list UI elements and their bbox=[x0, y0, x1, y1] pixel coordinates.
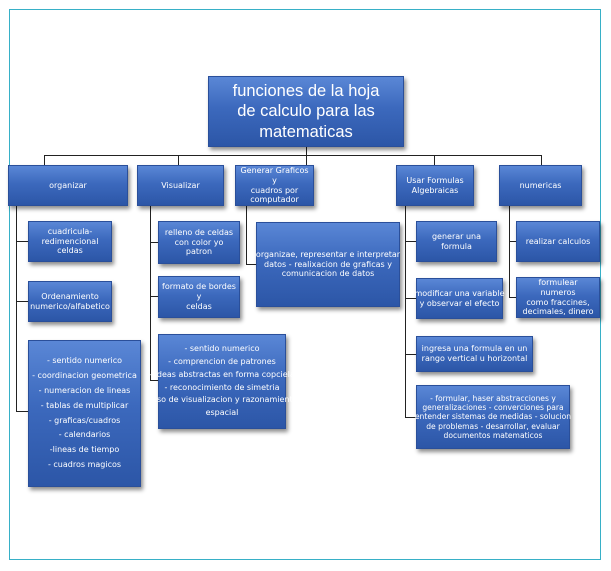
list-line: - reconocimiento de simetria bbox=[164, 382, 280, 392]
node-line: generalizaciones - converciones para bbox=[422, 403, 564, 413]
node-numericas: numericas bbox=[499, 165, 582, 206]
node-line: comunicacion de datos bbox=[281, 269, 375, 279]
node-line: Usar Formulas bbox=[406, 175, 464, 185]
node-line: formato de bordes y bbox=[162, 282, 236, 302]
node-line: celdas bbox=[57, 246, 83, 256]
node-label: Visualizar bbox=[161, 180, 200, 190]
node-line: redimencional bbox=[41, 236, 99, 246]
node-visualizar-list: - sentido numerico - comprencion de patr… bbox=[147, 334, 298, 429]
node-line: - formular, haser abstracciones y bbox=[430, 393, 556, 403]
list-line: - tablas de multiplicar bbox=[40, 400, 129, 410]
node-line: numerico/alfabetico bbox=[30, 301, 110, 311]
node-formato-bordes: formato de bordes y celdas bbox=[158, 276, 240, 318]
list-line: - calendarios bbox=[58, 430, 111, 440]
node-organizar-list: - sentido numerico - coordinacion geomet… bbox=[28, 340, 141, 487]
node-line: realizar calculos bbox=[525, 236, 591, 246]
node-formular-abstracciones: - formular, haser abstracciones y genera… bbox=[414, 385, 572, 449]
node-cuadricula: cuadricula- redimencional celdas bbox=[28, 221, 112, 262]
diagram-frame bbox=[9, 9, 601, 560]
node-line: organizae, representar e interpretar bbox=[255, 249, 401, 259]
node-line: rango vertical u horizontal bbox=[421, 354, 528, 363]
node-line: Ordenamiento bbox=[41, 291, 99, 301]
node-line: computador bbox=[250, 195, 299, 205]
node-line: de problemas - desarrollar, evaluar bbox=[426, 421, 560, 431]
list-line: -lineas de tiempo bbox=[49, 445, 120, 455]
node-label: numericas bbox=[519, 180, 562, 190]
list-line: espacial bbox=[205, 408, 239, 418]
node-line: Generar Graficos y bbox=[240, 166, 309, 185]
node-realizar-calculos: realizar calculos bbox=[516, 221, 600, 262]
node-organizar: organizar bbox=[8, 165, 128, 206]
node-line: cuadricula- bbox=[47, 226, 93, 236]
node-line: formula bbox=[441, 241, 472, 251]
root-line: funciones de la hoja bbox=[232, 82, 380, 101]
node-label: organizar bbox=[49, 180, 87, 190]
node-line: ingresa una formula en un bbox=[421, 344, 528, 354]
node-ingresa-formula: ingresa una formula en un rango vertical… bbox=[416, 336, 533, 372]
node-line: Algebraicas bbox=[411, 185, 459, 195]
node-organizar-datos: organizae, representar e interpretar dat… bbox=[256, 222, 400, 307]
list-line: - coordinacion geometrica bbox=[32, 371, 137, 381]
node-generar-graficos: Generar Graficos y cuadros por computado… bbox=[235, 165, 314, 206]
node-line: con color yo patron bbox=[174, 237, 224, 257]
list-line: - ideas abstractas en forma copciela bbox=[149, 369, 295, 379]
root-line: de calculo para las bbox=[237, 102, 375, 121]
node-line: entender sistemas de medidas - solucion bbox=[414, 412, 572, 422]
list-line: - sentido numerico bbox=[46, 356, 123, 366]
node-formular-numeros: formulear numeros como fraccines, decima… bbox=[516, 277, 600, 318]
list-line: - sentido numerico bbox=[184, 344, 260, 354]
list-line: - graficas/cuadros bbox=[48, 415, 121, 425]
node-line: relleno de celdas bbox=[164, 227, 234, 237]
node-usar-formulas: Usar Formulas Algebraicas bbox=[396, 165, 474, 206]
node-line: documentos matematicos bbox=[443, 430, 543, 440]
node-relleno: relleno de celdas con color yo patron bbox=[158, 221, 240, 264]
node-line: como fraccines, bbox=[526, 297, 590, 307]
node-line: formulear numeros bbox=[538, 278, 578, 297]
list-line: - comprencion de patrones bbox=[168, 356, 276, 366]
node-line: datos - realixacion de graficas y bbox=[264, 259, 392, 269]
root-line: matematicas bbox=[259, 122, 353, 141]
list-line: - cuadros magicos bbox=[47, 459, 122, 469]
node-visualizar: Visualizar bbox=[137, 165, 224, 206]
node-line: modificar una variable bbox=[414, 288, 505, 298]
list-line: - numeracion de lineas bbox=[38, 385, 131, 395]
node-line: y observar el efecto bbox=[419, 298, 500, 308]
node-line: cuadros por bbox=[250, 185, 299, 195]
node-line: decimales, dinero bbox=[522, 307, 594, 317]
node-line: generar una bbox=[431, 231, 482, 241]
node-generar-formula: generar una formula bbox=[416, 221, 497, 262]
node-modificar-variable: modificar una variable y observar el efe… bbox=[414, 278, 505, 319]
list-line: - uso de visualizacion y razonamiento bbox=[146, 395, 298, 405]
node-line: celdas bbox=[186, 301, 212, 311]
node-ordenamiento: Ordenamiento numerico/alfabetico bbox=[28, 281, 112, 322]
root-node: funciones de la hoja de calculo para las… bbox=[208, 76, 404, 147]
